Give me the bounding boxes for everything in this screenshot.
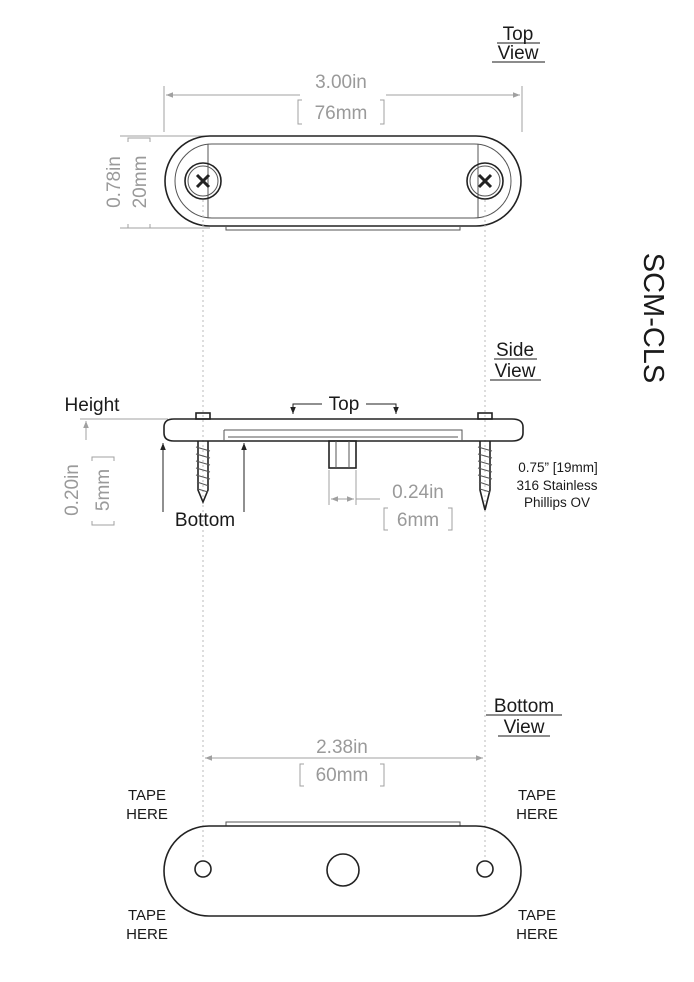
left-mount-hole [194, 860, 212, 878]
svg-text:HERE: HERE [516, 806, 558, 823]
model-label: SCM-CLS [637, 253, 669, 384]
svg-text:TAPE: TAPE [518, 787, 556, 804]
svg-text:Top: Top [503, 24, 534, 45]
center-pin-hole [326, 853, 360, 887]
hole-spacing-mm-label: 60mm [316, 765, 369, 786]
bottom-view: 2.38in 60mm TAPE HERE TAPE HERE TAPE HER… [126, 737, 558, 943]
tape-label-top-left: TAPE HERE [126, 787, 168, 823]
top-view: 3.00in 76mm 0.78in 20mm [104, 72, 523, 231]
top-body-outer [164, 135, 522, 227]
side-body [163, 418, 524, 442]
tape-label-bottom-right: TAPE HERE [516, 907, 558, 943]
svg-text:TAPE: TAPE [518, 907, 556, 924]
width-in-label: 0.78in [104, 156, 125, 208]
tape-label-top-right: TAPE HERE [516, 787, 558, 823]
svg-text:TAPE: TAPE [128, 907, 166, 924]
height-label: Height [65, 395, 121, 416]
bottom-body [163, 825, 522, 917]
pin-in-label: 0.24in [392, 482, 444, 503]
right-mount-hole [476, 860, 494, 878]
side-view-heading: Side View [490, 340, 541, 382]
top-label: Top [329, 394, 360, 415]
svg-text:HERE: HERE [126, 806, 168, 823]
length-in-label: 3.00in [315, 72, 367, 93]
width-mm-label: 20mm [130, 156, 151, 209]
hole-spacing-in-label: 2.38in [316, 737, 368, 758]
right-screw-head [466, 162, 504, 200]
left-screw-head [184, 162, 222, 200]
top-view-heading: Top View [492, 24, 545, 64]
height-in-label: 0.20in [62, 464, 83, 516]
svg-text:316 Stainless: 316 Stainless [516, 478, 597, 493]
height-mm-label: 5mm [93, 469, 114, 511]
svg-text:Side: Side [496, 340, 534, 361]
pin [328, 440, 357, 469]
svg-text:HERE: HERE [516, 926, 558, 943]
bottom-view-heading: Bottom View [486, 696, 562, 738]
top-body-inner [174, 143, 512, 219]
bottom-label: Bottom [175, 510, 235, 531]
svg-text:View: View [498, 43, 539, 64]
svg-text:Phillips OV: Phillips OV [524, 495, 590, 510]
tape-label-bottom-left: TAPE HERE [126, 907, 168, 943]
svg-text:View: View [495, 361, 536, 382]
svg-text:HERE: HERE [126, 926, 168, 943]
side-view: Height Top 0.20in 5mm Bott [62, 394, 598, 531]
svg-text:Bottom: Bottom [494, 696, 554, 717]
length-mm-label: 76mm [315, 103, 368, 124]
svg-text:TAPE: TAPE [128, 787, 166, 804]
pin-mm-label: 6mm [397, 510, 439, 531]
svg-text:View: View [504, 717, 545, 738]
left-screw-side [195, 412, 211, 505]
screw-note: 0.75” [19mm] 316 Stainless Phillips OV [516, 460, 597, 510]
right-screw-side [477, 412, 493, 511]
svg-text:0.75” [19mm]: 0.75” [19mm] [518, 460, 598, 475]
